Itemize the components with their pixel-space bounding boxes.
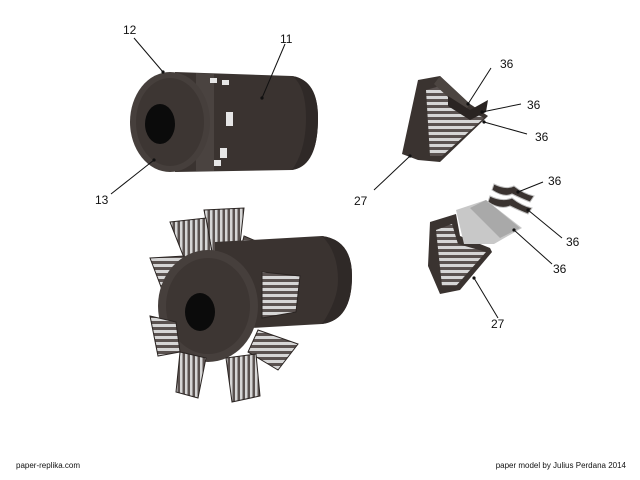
leader-lines-cone-top [373, 67, 528, 191]
label-part-36-c: 36 [535, 130, 549, 144]
label-part-36-e: 36 [566, 235, 580, 249]
cone-part-27-top [402, 76, 488, 162]
label-part-36-a: 36 [500, 57, 514, 71]
footer-author-credit: paper model by Julius Perdana 2014 [495, 461, 626, 470]
finned-cylinder-assembly [149, 207, 352, 403]
leader-lines-cone-bottom [472, 181, 563, 319]
label-part-36-d: 36 [548, 174, 562, 188]
cone-part-27-bottom [428, 183, 535, 294]
label-part-12: 12 [123, 23, 137, 37]
label-part-11: 11 [280, 32, 293, 46]
footer-site-credit: paper-replika.com [16, 461, 81, 470]
label-part-27-top: 27 [354, 194, 368, 208]
label-part-13: 13 [95, 193, 109, 207]
label-part-27-bottom: 27 [491, 317, 505, 331]
leader-lines-cylinder [110, 37, 286, 195]
cylinder-part-11 [130, 72, 318, 172]
label-part-36-f: 36 [553, 262, 567, 276]
label-part-36-b: 36 [527, 98, 541, 112]
